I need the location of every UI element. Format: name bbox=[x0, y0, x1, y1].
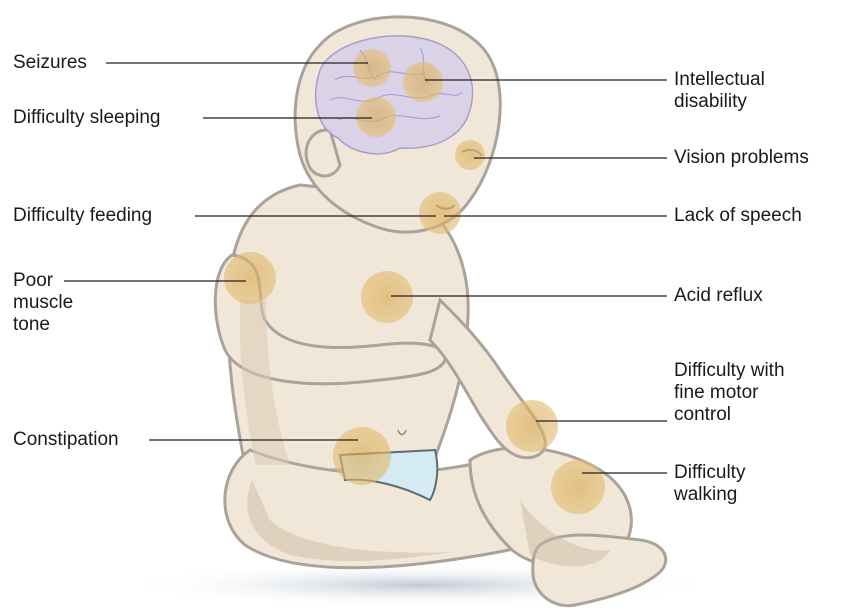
label-acid-reflux: Acid reflux bbox=[674, 285, 763, 307]
spot-reflux bbox=[361, 271, 413, 323]
label-seizures: Seizures bbox=[13, 52, 87, 74]
spot-walking bbox=[551, 460, 605, 514]
spot-vision bbox=[455, 140, 485, 170]
label-vision-problems: Vision problems bbox=[674, 147, 809, 169]
spot-intellectual bbox=[403, 62, 443, 102]
spot-muscle bbox=[224, 252, 276, 304]
spot-sleeping bbox=[356, 97, 396, 137]
label-difficulty-sleeping: Difficulty sleeping bbox=[13, 107, 161, 129]
spot-feeding bbox=[419, 192, 461, 234]
label-fine-motor-control: Difficulty with fine motor control bbox=[674, 360, 785, 426]
label-difficulty-feeding: Difficulty feeding bbox=[13, 205, 152, 227]
spot-fine-motor bbox=[506, 400, 558, 452]
label-lack-of-speech: Lack of speech bbox=[674, 205, 802, 227]
spot-seizures bbox=[353, 49, 391, 87]
label-difficulty-walking: Difficulty walking bbox=[674, 462, 745, 506]
label-intellectual-disability: Intellectual disability bbox=[674, 69, 765, 113]
spot-constipation bbox=[333, 427, 391, 485]
label-constipation: Constipation bbox=[13, 429, 119, 451]
label-poor-muscle-tone: Poor muscle tone bbox=[13, 270, 73, 336]
